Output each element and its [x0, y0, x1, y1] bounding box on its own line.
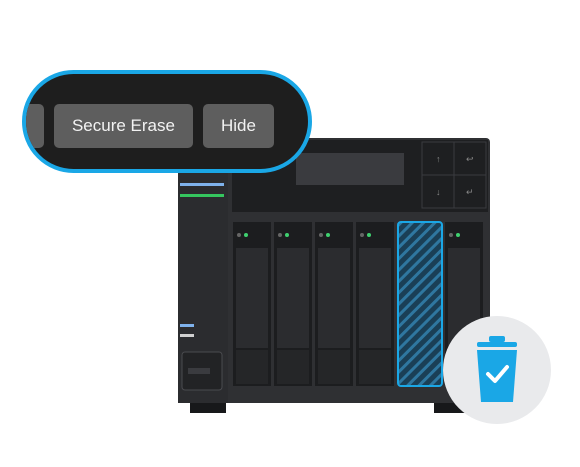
drive-bays	[233, 221, 483, 387]
tab-hide[interactable]: Hide	[202, 104, 274, 148]
drive-bay[interactable]	[233, 222, 271, 386]
arrow-down-icon[interactable]: ↓	[436, 187, 441, 197]
enter-icon[interactable]: ↵	[466, 187, 474, 197]
trash-check-icon	[477, 336, 517, 402]
drive-bay-selected[interactable]	[397, 221, 443, 387]
trash-check-badge	[443, 316, 551, 424]
lcd-display	[296, 153, 404, 185]
nas-device: ↑ ↩ ↓ ↵	[178, 138, 490, 413]
zoomed-toolbar: Wiping Secure Erase Hide	[22, 70, 312, 173]
drive-bay[interactable]	[274, 222, 312, 386]
back-icon[interactable]: ↩	[466, 154, 474, 164]
status-light-blue	[180, 183, 224, 186]
status-light-green	[180, 194, 224, 197]
drive-bay[interactable]	[315, 222, 353, 386]
drive-bay[interactable]	[356, 222, 394, 386]
tab-wiping[interactable]: Wiping	[26, 104, 44, 148]
secure-erase-button[interactable]: Secure Erase	[53, 104, 193, 148]
arrow-up-icon[interactable]: ↑	[436, 154, 441, 164]
